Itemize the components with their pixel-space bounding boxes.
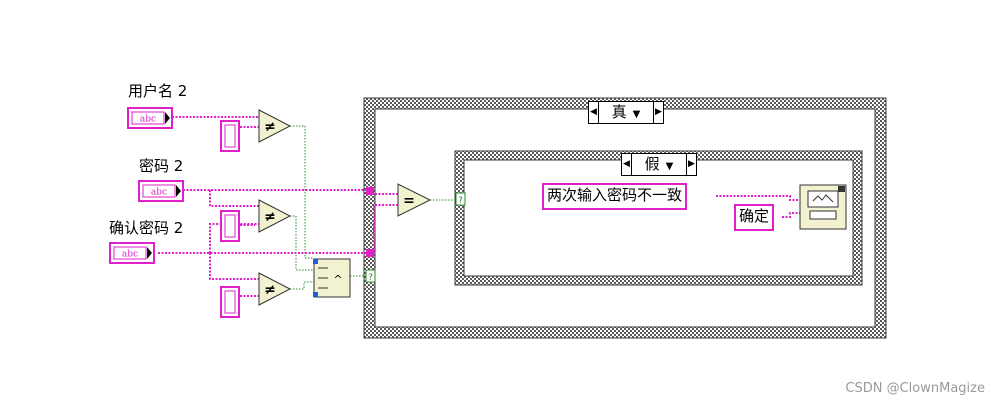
username-terminal[interactable]: abc <box>127 107 173 129</box>
svg-text:abc: abc <box>151 188 167 198</box>
outer-case-label: 真 <box>611 103 627 121</box>
svg-text:≠: ≠ <box>264 209 276 225</box>
inner-case-selector-terminal: ? <box>455 192 466 206</box>
svg-text:?: ? <box>368 273 373 283</box>
confirm-terminal[interactable]: abc <box>109 242 155 264</box>
empty-string-constant[interactable] <box>220 120 240 152</box>
tunnel <box>366 249 374 257</box>
chevron-down-icon[interactable]: ▼ <box>632 109 641 120</box>
password-terminal[interactable]: abc <box>138 180 184 202</box>
message-string-constant[interactable]: 两次输入密码不一致 <box>542 183 688 210</box>
inner-case-selector[interactable]: ◀ 假 ▼ ▶ <box>621 153 697 176</box>
not-equal-node[interactable]: ≠ <box>258 109 292 143</box>
inner-case-label: 假 <box>644 155 660 173</box>
not-equal-node[interactable]: ≠ <box>258 199 292 233</box>
svg-text:?: ? <box>458 196 463 206</box>
svg-text:abc: abc <box>122 250 138 260</box>
compound-and-node[interactable]: ^ <box>313 258 351 298</box>
increment-icon[interactable]: ▶ <box>686 154 696 175</box>
svg-text:≠: ≠ <box>264 119 276 135</box>
empty-string-constant[interactable] <box>220 210 240 242</box>
decrement-icon[interactable]: ◀ <box>622 154 632 175</box>
svg-text:^: ^ <box>333 273 342 286</box>
watermark: CSDN @ClownMagize <box>845 381 985 396</box>
empty-string-constant[interactable] <box>220 286 240 318</box>
svg-text:=: = <box>403 193 415 209</box>
increment-icon[interactable]: ▶ <box>653 102 663 123</box>
svg-text:abc: abc <box>140 115 156 125</box>
boolean-wires <box>290 125 456 290</box>
outer-case-selector-terminal: ? <box>365 269 376 283</box>
button-string-constant[interactable]: 确定 <box>734 204 775 231</box>
username-label: 用户名 2 <box>128 82 188 100</box>
string-wires <box>158 116 802 297</box>
password-label: 密码 2 <box>139 157 184 175</box>
svg-text:≠: ≠ <box>264 282 276 298</box>
not-equal-node[interactable]: ≠ <box>258 272 292 306</box>
decrement-icon[interactable]: ◀ <box>589 102 599 123</box>
confirm-password-label: 确认密码 2 <box>109 219 184 237</box>
one-button-dialog-node[interactable] <box>799 184 847 230</box>
tunnel <box>366 187 374 195</box>
equal-node[interactable]: = <box>397 183 432 217</box>
chevron-down-icon[interactable]: ▼ <box>665 161 674 172</box>
outer-case-selector[interactable]: ◀ 真 ▼ ▶ <box>588 101 664 124</box>
